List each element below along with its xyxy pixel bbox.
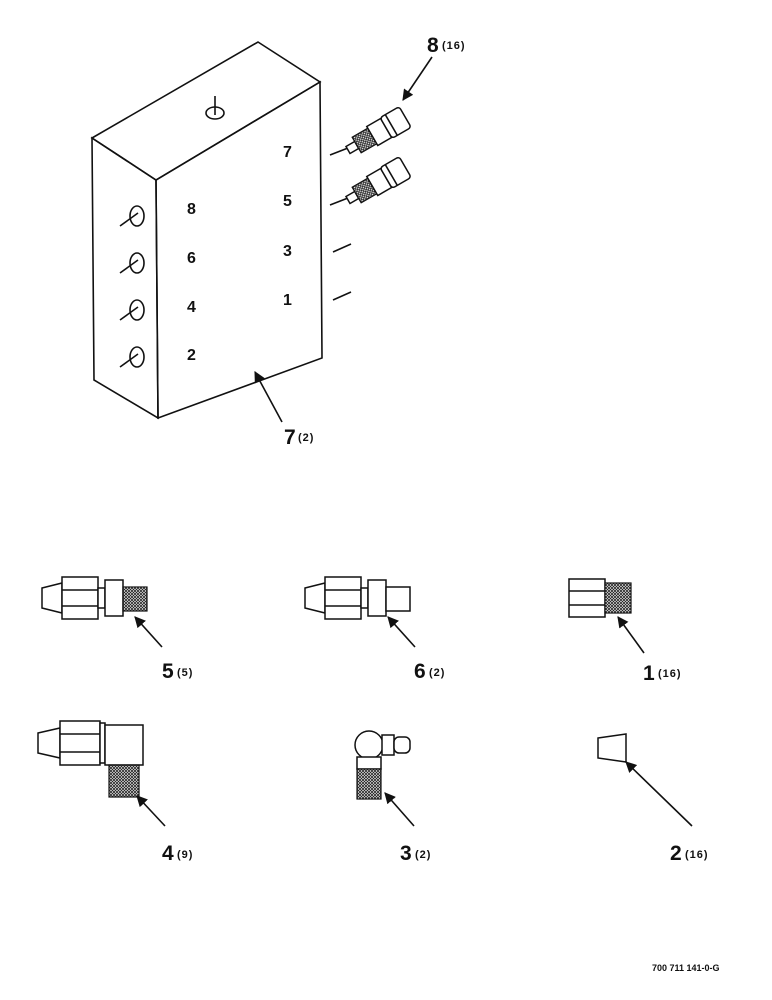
port-number-4: 4 [187,299,196,316]
part-4-number: 4 [162,842,174,865]
grease-fitting-icon [354,730,411,800]
block-part-number: 7 [284,426,296,449]
port-number-2: 2 [187,347,196,364]
part-6-number: 6 [414,660,426,683]
port-number-5: 5 [283,193,292,210]
part-1-number: 1 [643,662,655,685]
part-6-qty: (2) [429,667,445,679]
part-4-qty: (9) [177,849,193,861]
elbow-fitting-icon [37,720,144,798]
part-3-qty: (2) [415,849,431,861]
block-part-qty: (2) [298,432,314,444]
block-front-face [155,80,323,420]
side-port-icon [119,205,145,368]
distribution-block: 7 5 3 1 8 6 4 2 [90,41,352,420]
part-1-qty: (16) [658,668,682,680]
block-side-face [91,136,159,420]
part-2-qty: (16) [685,849,709,861]
part-5-number: 5 [162,660,174,683]
figure-number: 700 711 141-0-G [652,963,720,973]
port-number-1: 1 [283,292,292,309]
part-5-qty: (5) [177,667,193,679]
fitting-part-number: 8 [427,34,439,57]
part-2-number: 2 [670,842,682,865]
compression-fitting-icon [41,576,148,620]
part-3-number: 3 [400,842,412,865]
quick-connect-fitting-icon [344,106,411,205]
plug-icon [568,578,632,618]
port-number-8: 8 [187,201,196,218]
port-number-7: 7 [283,144,292,161]
fitting-part-qty: (16) [442,40,466,52]
port-number-6: 6 [187,250,196,267]
compression-union-icon [304,576,411,620]
sleeve-icon [597,733,627,763]
port-number-3: 3 [283,243,292,260]
